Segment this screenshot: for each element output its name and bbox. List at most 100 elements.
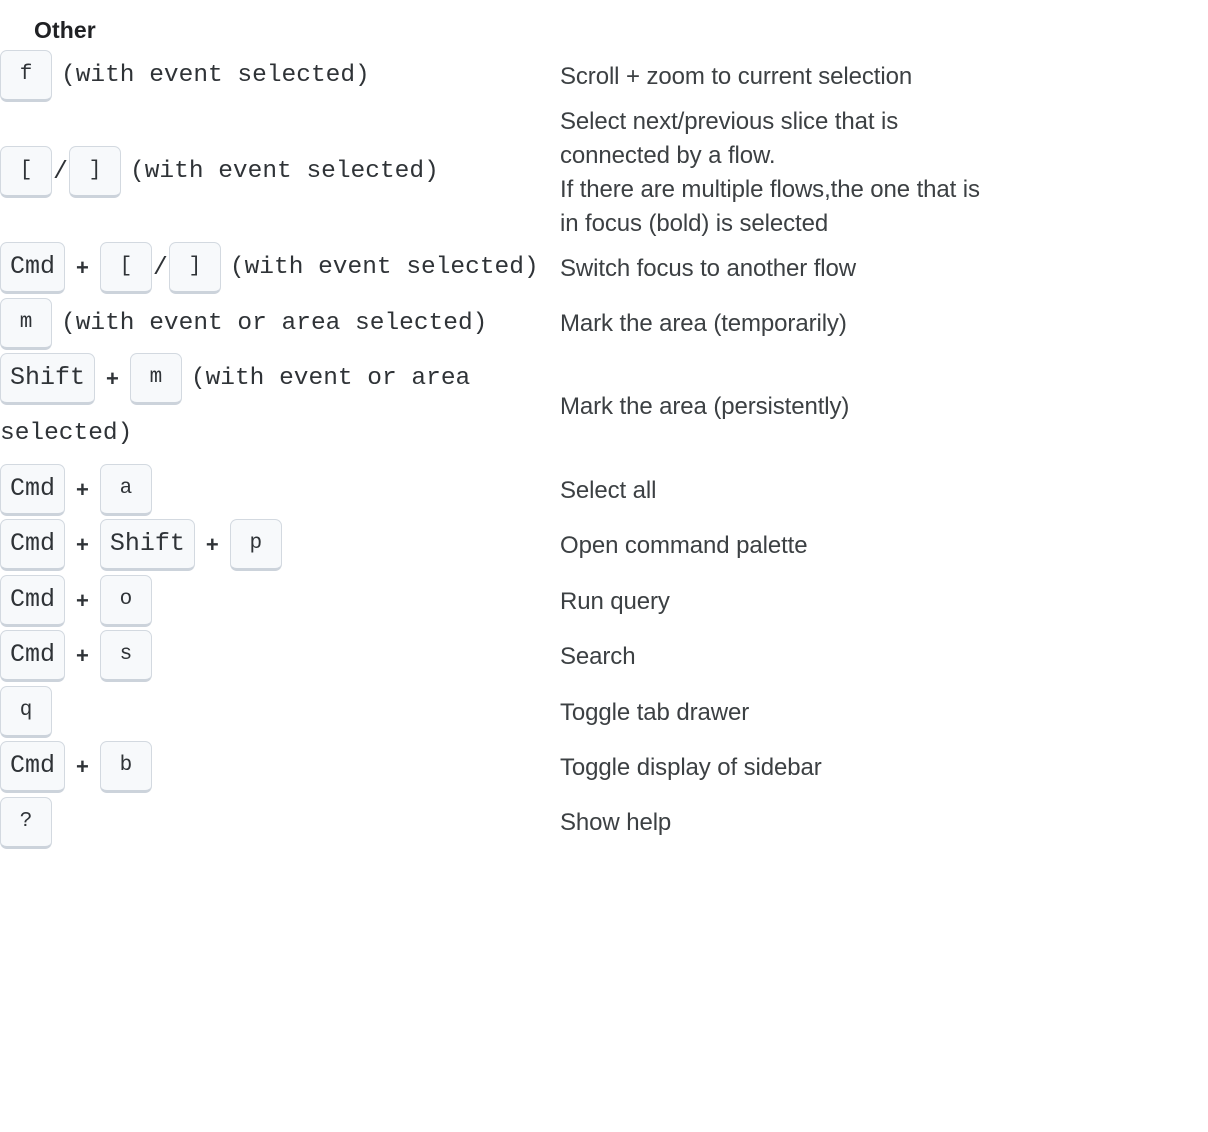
shortcut-description-cell: Search	[560, 629, 1208, 684]
shortcuts-table: f (with event selected) Scroll + zoom to c…	[0, 49, 1208, 851]
shortcut-description-line: Show help	[560, 809, 672, 837]
keycap: Cmd	[0, 242, 66, 295]
shortcut-keys-cell: ?	[0, 796, 560, 851]
shortcut-description: Run query	[560, 585, 1208, 619]
keycap: Shift	[99, 519, 195, 572]
key-separator-plus: +	[76, 587, 89, 613]
shortcut-description: Scroll + zoom to current selection	[560, 60, 1208, 94]
keycap: ]	[69, 146, 122, 199]
key-separator-plus: +	[205, 532, 219, 558]
keycap: p	[229, 519, 282, 572]
key-separator-plus: +	[76, 754, 89, 780]
shortcut-keys-cell: q	[0, 685, 560, 740]
shortcut-description-line: in focus (bold) is selected	[560, 210, 829, 237]
shortcut-description-line: Open command palette	[560, 532, 808, 560]
shortcut-keys-cell: Cmd + b	[0, 740, 560, 795]
keycap: Cmd	[0, 574, 66, 627]
key-separator-plus: +	[106, 366, 119, 392]
keycap: Cmd	[0, 519, 66, 572]
keycap: Cmd	[0, 741, 66, 794]
keycap: [	[99, 242, 152, 295]
shortcut-description: Show help	[560, 806, 1208, 840]
shortcut-description: Open command palette	[560, 529, 1208, 563]
shortcut-description: Switch focus to another flow	[560, 252, 1208, 286]
shortcut-description-cell: Mark the area (persistently)	[560, 352, 1208, 463]
shortcut-keys-cell: Cmd + s	[0, 629, 560, 684]
shortcut-row: f (with event selected) Scroll + zoom to c…	[0, 49, 1208, 104]
keycap: a	[99, 463, 152, 516]
key-combination: f (with event selected)	[0, 50, 370, 103]
key-combination-note: (with event selected)	[130, 158, 439, 186]
shortcut-row: Cmd + b Toggle display of sidebar	[0, 740, 1208, 795]
key-separator-plus: +	[76, 532, 89, 558]
shortcut-row: m(with event or area selected)Mark the a…	[0, 297, 1208, 352]
keycap: Cmd	[0, 630, 66, 683]
keycap: s	[99, 630, 152, 683]
keycap: q	[0, 685, 52, 738]
keycap: [	[0, 146, 52, 199]
shortcut-keys-cell: Cmd+[/](with event selected)	[0, 241, 560, 296]
shortcut-description: Toggle display of sidebar	[560, 751, 1208, 785]
key-combination-note: (with event selected)	[229, 254, 539, 282]
key-combination: q	[0, 685, 52, 738]
key-separator-plus: +	[76, 476, 89, 502]
shortcut-description-line: Scroll + zoom to current selection	[560, 62, 913, 90]
key-combination-note: (with event or area selected)	[0, 365, 471, 448]
shortcut-row: Cmd + Shift + p Open command palette	[0, 518, 1208, 573]
shortcut-row: [/] (with event selected) Select next/prev…	[0, 105, 1208, 241]
shortcut-description: Mark the area (persistently)	[560, 390, 1208, 424]
shortcut-description-line: connected by a flow.	[560, 141, 776, 169]
key-separator-slash: /	[152, 253, 168, 283]
keycap: Shift	[0, 353, 96, 406]
shortcut-description-cell: Show help	[560, 796, 1208, 851]
key-separator-slash: /	[53, 157, 69, 187]
shortcut-keys-cell: Cmd + Shift + p	[0, 518, 560, 573]
shortcut-row: q Toggle tab drawer	[0, 685, 1208, 740]
key-combination: Cmd + s	[0, 630, 152, 683]
shortcut-keys-cell: m(with event or area selected)	[0, 297, 560, 352]
keycap: m	[0, 297, 52, 350]
shortcut-description-line: Search	[560, 643, 636, 671]
shortcut-description-line: Select all	[560, 476, 657, 504]
shortcut-row: Shift+m(with event or area selected)Mark…	[0, 352, 1208, 463]
key-combination: ?	[0, 796, 52, 849]
key-combination-note: (with event selected)	[61, 62, 370, 90]
key-combination: Cmd+a	[0, 463, 152, 516]
shortcut-description: Toggle tab drawer	[560, 696, 1208, 730]
section-title-other: Other	[34, 17, 96, 43]
shortcut-keys-cell: f (with event selected)	[0, 49, 560, 104]
key-combination: Cmd+o	[0, 574, 152, 627]
shortcut-description-cell: Run query	[560, 574, 1208, 629]
shortcut-row: Cmd+[/](with event selected)Switch focus…	[0, 241, 1208, 296]
shortcut-description: Search	[560, 640, 1208, 674]
key-combination: Cmd + b	[0, 741, 152, 794]
key-separator-plus: +	[76, 255, 89, 281]
shortcut-description-cell: Toggle display of sidebar	[560, 740, 1208, 795]
shortcut-description-cell: Scroll + zoom to current selection	[560, 49, 1208, 104]
shortcut-row: Cmd + s Search	[0, 629, 1208, 684]
shortcut-row: ? Show help	[0, 796, 1208, 851]
shortcut-description-line: Mark the area (temporarily)	[560, 310, 847, 338]
keycap: f	[0, 50, 52, 103]
shortcuts-table-body: f (with event selected) Scroll + zoom to c…	[0, 49, 1208, 851]
shortcut-description-cell: Switch focus to another flow	[560, 241, 1208, 296]
key-combination: [/] (with event selected)	[0, 146, 439, 199]
shortcut-description-line: Toggle tab drawer	[560, 698, 750, 726]
shortcut-description-cell: Mark the area (temporarily)	[560, 297, 1208, 352]
shortcut-description: Select all	[560, 474, 1208, 508]
shortcut-keys-cell: Cmd+a	[0, 463, 560, 518]
shortcut-description-cell: Open command palette	[560, 518, 1208, 573]
shortcut-keys-cell: Cmd+o	[0, 574, 560, 629]
key-combination: Shift+m(with event or area selected)	[0, 353, 471, 448]
keycap: b	[99, 741, 152, 794]
keycap: ?	[0, 796, 52, 849]
key-separator-plus: +	[76, 643, 89, 669]
key-combination: Cmd+[/](with event selected)	[0, 242, 539, 295]
shortcut-description-cell: Toggle tab drawer	[560, 685, 1208, 740]
shortcut-description-cell: Select all	[560, 463, 1208, 518]
